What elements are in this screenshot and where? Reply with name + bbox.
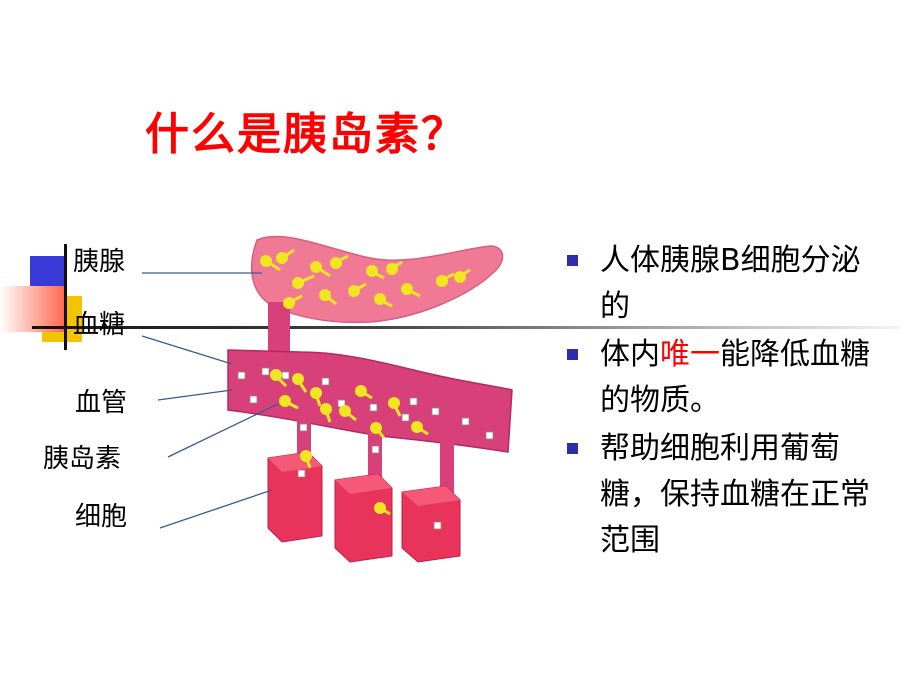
bullet-list: 人体胰腺B细胞分泌的 体内唯一能降低血糖的物质。 帮助细胞利用葡萄糖，保持血糖在…	[565, 238, 885, 566]
cell-2	[334, 473, 393, 563]
cell-3	[401, 485, 461, 563]
bullet-square-icon	[567, 255, 578, 266]
glucose-particles	[237, 367, 494, 530]
bullet-square-icon	[567, 349, 578, 360]
label-cell: 细胞	[75, 502, 128, 532]
leader-lines	[141, 272, 279, 529]
label-pancreas: 胰腺	[73, 247, 126, 277]
bullet-text-after: 能降低血糖的物质。	[600, 337, 870, 418]
insulin-diagram	[141, 235, 513, 563]
pancreatic-duct	[268, 302, 290, 354]
bullet-item: 体内唯一能降低血糖的物质。	[565, 332, 885, 424]
insulin-molecules	[260, 248, 471, 516]
horizontal-rule	[32, 326, 900, 329]
bullet-item: 帮助细胞利用葡萄糖，保持血糖在正常范围	[565, 426, 885, 564]
bullet-text-highlight: 唯一	[660, 337, 720, 372]
bullet-square-icon	[567, 443, 578, 454]
page-title: 什么是胰岛素？	[145, 109, 467, 160]
label-insulin: 胰岛素	[43, 444, 122, 474]
corner-red-gradient	[0, 286, 64, 332]
label-blood-sugar: 血糖	[73, 310, 126, 340]
bullet-text: 人体胰腺B细胞分泌的	[600, 243, 861, 324]
cell-1	[267, 451, 323, 543]
label-blood-vessel: 血管	[75, 388, 128, 418]
corner-vertical-line	[64, 244, 67, 350]
bullet-text: 帮助细胞利用葡萄糖，保持血糖在正常范围	[600, 431, 870, 558]
bullet-text-before: 体内	[600, 337, 660, 372]
bullet-item: 人体胰腺B细胞分泌的	[565, 238, 885, 330]
